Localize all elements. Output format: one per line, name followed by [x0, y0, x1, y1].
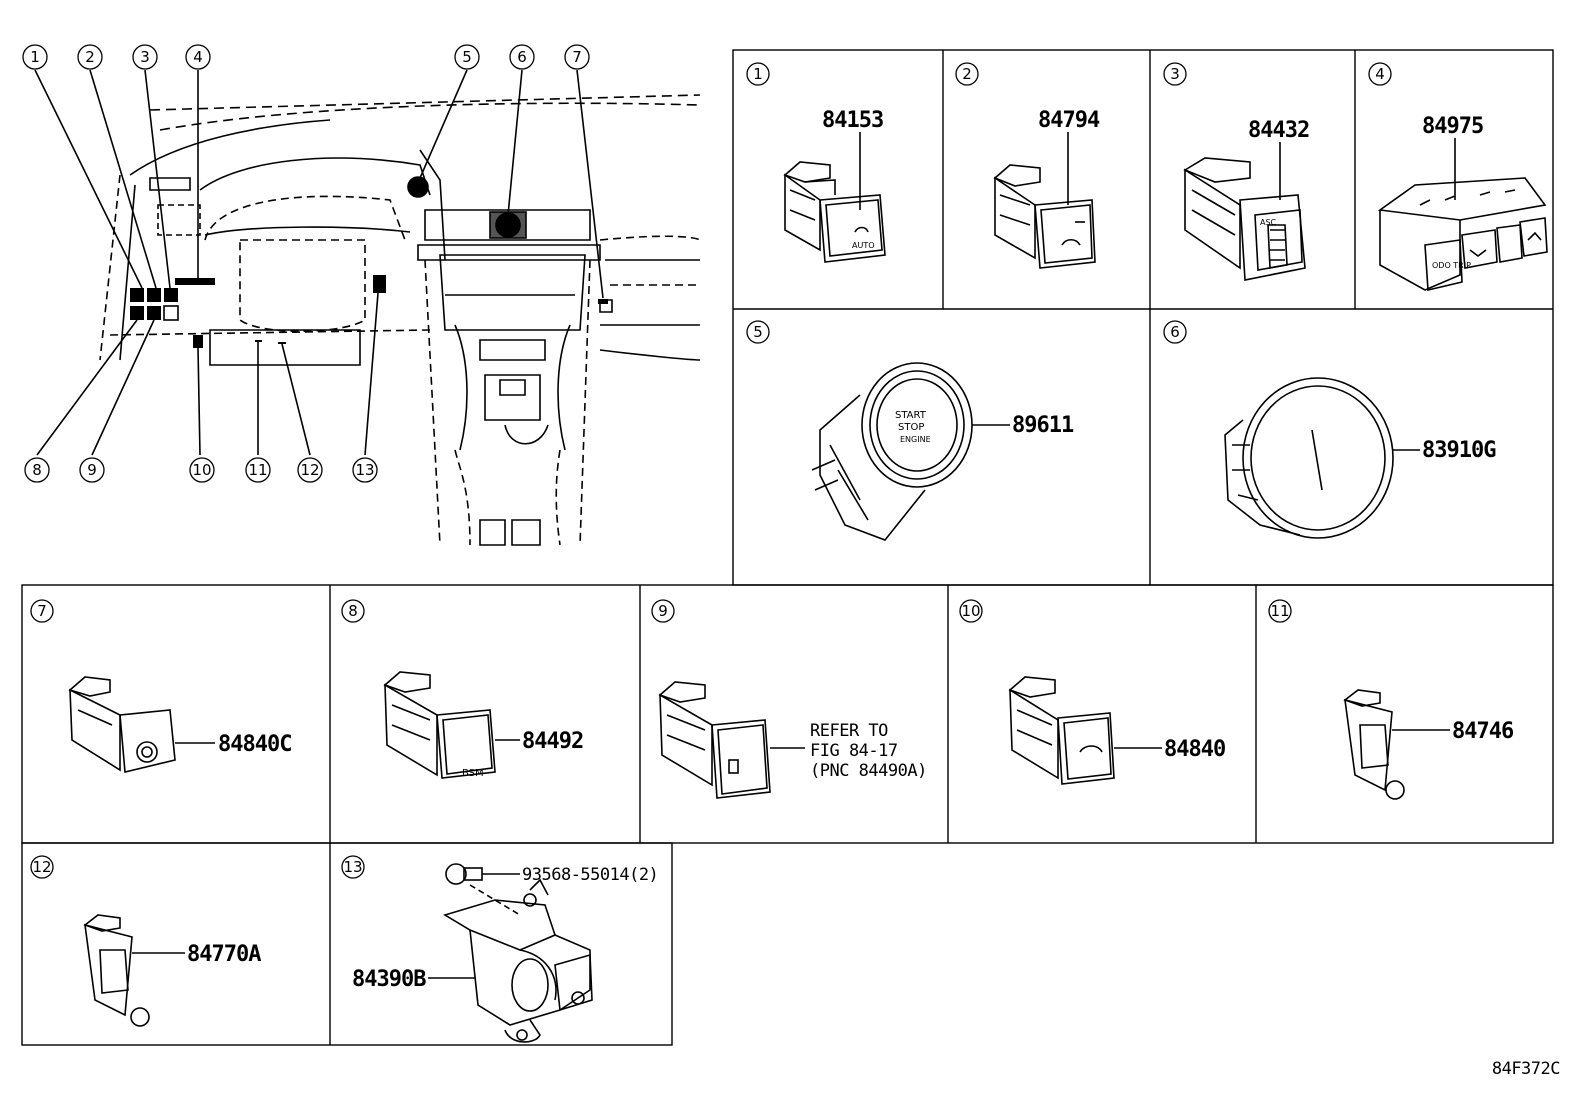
legend-auto: AUTO [852, 241, 875, 250]
callout-3: 3 [140, 48, 150, 66]
reference-note-line-1: REFER TO [810, 721, 888, 741]
part-number-83910G[interactable]: 83910G [1422, 438, 1497, 463]
panel-index-6: 6 [1170, 323, 1180, 341]
switch-face-legends: AUTO ASC ODO TRIP START STOP ENGINE BSM [462, 218, 1471, 779]
switch-84794-icon [993, 132, 1096, 269]
panel-index-1: 1 [753, 65, 763, 83]
callout-8: 8 [32, 461, 42, 479]
part-number-84840[interactable]: 84840 [1164, 737, 1226, 762]
callout-1: 1 [30, 48, 40, 66]
bracket-84390B-icon [428, 863, 593, 1043]
panel-index-labels: 1 2 3 4 5 6 7 8 9 10 11 12 13 [32, 65, 1384, 876]
part-number-84390B[interactable]: 84390B [352, 967, 427, 992]
callout-5: 5 [462, 48, 472, 66]
legend-asc: ASC [1260, 218, 1277, 227]
callout-9: 9 [87, 461, 97, 479]
legend-stop: STOP [898, 422, 924, 433]
dashboard-overview [34, 69, 701, 546]
part-number-84770A[interactable]: 84770A [187, 942, 262, 967]
legend-engine: ENGINE [900, 435, 931, 444]
switch-84432-icon [1183, 142, 1306, 281]
callout-4: 4 [193, 48, 203, 66]
engine-start-button-icon [811, 362, 1010, 541]
callout-11: 11 [248, 461, 267, 479]
legend-bsm: BSM [462, 768, 484, 779]
part-number-89611[interactable]: 89611 [1012, 413, 1075, 438]
switch-84770A-icon [83, 914, 185, 1027]
panel-index-11: 11 [1270, 602, 1289, 620]
callout-10: 10 [192, 461, 211, 479]
overview-callouts [22, 44, 590, 483]
part-number-93568-55014[interactable]: 93568-55014(2) [522, 865, 659, 885]
switch-84492-icon [383, 671, 520, 779]
switch-84975-icon [1377, 138, 1548, 291]
part-number-84153[interactable]: 84153 [822, 108, 884, 133]
switch-parking-assist-icon [658, 681, 805, 799]
legend-odo-trip: ODO TRIP [1432, 261, 1471, 270]
reference-note-line-2: FIG 84-17 [810, 741, 898, 761]
panel-grid-lines [21, 49, 1554, 1046]
legend-start: START [895, 410, 927, 421]
panel-index-8: 8 [348, 602, 358, 620]
panel-index-12: 12 [32, 858, 51, 876]
callout-7: 7 [572, 48, 582, 66]
figure-code: 84F372C [1492, 1059, 1560, 1079]
part-number-84794[interactable]: 84794 [1038, 108, 1101, 133]
panel-index-4: 4 [1375, 65, 1385, 83]
panel-index-10: 10 [961, 602, 980, 620]
callout-13: 13 [355, 461, 374, 479]
switch-84840C-icon [68, 676, 215, 773]
callout-12: 12 [300, 461, 319, 479]
part-number-84840C[interactable]: 84840C [218, 732, 292, 757]
part-number-84746[interactable]: 84746 [1452, 719, 1515, 744]
callout-6: 6 [517, 48, 527, 66]
part-number-84975[interactable]: 84975 [1422, 114, 1484, 139]
panel-index-3: 3 [1170, 65, 1180, 83]
panel-index-13: 13 [343, 858, 362, 876]
reference-note-line-3: (PNC 84490A) [810, 761, 927, 781]
callout-2: 2 [85, 48, 95, 66]
switch-84153-icon [783, 132, 886, 263]
part-number-84492[interactable]: 84492 [522, 729, 584, 754]
panel-index-7: 7 [37, 602, 47, 620]
switch-84840-icon [1008, 676, 1162, 785]
part-number-84432[interactable]: 84432 [1248, 118, 1310, 143]
reference-note[interactable]: REFER TO FIG 84-17 (PNC 84490A) [810, 721, 927, 781]
panel-index-5: 5 [753, 323, 763, 341]
panel-index-9: 9 [658, 602, 668, 620]
clock-83910G-icon [1224, 377, 1420, 539]
panel-index-2: 2 [962, 65, 972, 83]
overview-callout-labels: 1 2 3 4 5 6 7 8 9 10 11 12 13 [30, 48, 582, 479]
switch-84746-icon [1343, 689, 1450, 800]
